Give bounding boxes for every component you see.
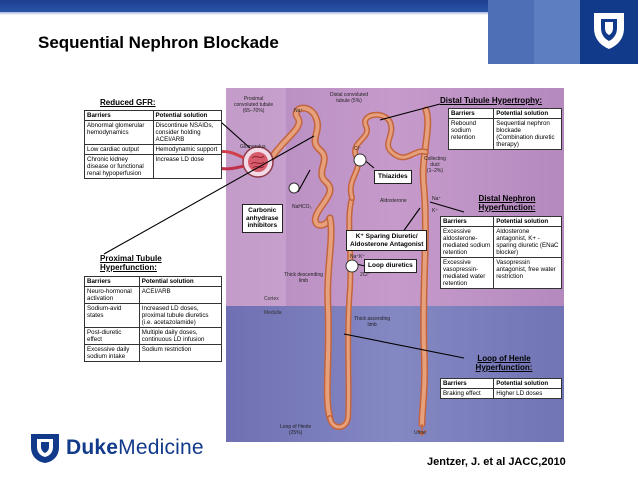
carbonic-anhydrase-box: Carbonic anhydrase inhibitors bbox=[242, 204, 283, 233]
header-block-1 bbox=[488, 0, 534, 64]
cortex-shade bbox=[226, 88, 286, 306]
thiazide-site bbox=[353, 153, 367, 167]
table-cell: Excessive daily sodium intake bbox=[84, 344, 140, 362]
header-bar bbox=[0, 0, 638, 12]
table-cell: Higher LD doses bbox=[493, 388, 562, 399]
table-cell: Sodium-avid states bbox=[84, 303, 140, 328]
urine-label: Urine bbox=[414, 430, 426, 436]
table-cell: Increase LD dose bbox=[152, 154, 222, 179]
urine-arrow bbox=[417, 424, 427, 437]
table-header-cell: Potential solution bbox=[138, 276, 223, 287]
logo-wordmark: DukeMedicine bbox=[66, 436, 204, 459]
table-header-cell: Potential solution bbox=[493, 216, 562, 227]
thiazides-box: Thiazides bbox=[374, 170, 412, 184]
nephron-figure: Cortex Medulla bbox=[84, 88, 564, 442]
nak-label: Na⁺K⁺ bbox=[350, 254, 366, 260]
table-cell: Hemodynamic support bbox=[152, 144, 222, 155]
glomerulus bbox=[217, 146, 274, 178]
medulla-label: Medulla bbox=[264, 310, 282, 316]
proximal-hyperfunction-label: Proximal Tubule Hyperfunction: bbox=[100, 254, 162, 272]
table-cell: Vasopressin antagonist, free water restr… bbox=[493, 257, 562, 289]
table-cell: Excessive vasopressin-mediated water ret… bbox=[439, 257, 495, 289]
loop-henle-anatomy-label: Loop of Henle (25%) bbox=[280, 424, 312, 436]
2cl-label: 2Cl⁻ bbox=[360, 272, 371, 278]
citation: Jentzer, J. et al JACC,2010 bbox=[427, 456, 566, 468]
table-cell: ACEI/ARB bbox=[138, 286, 223, 304]
table-header-cell: Barriers bbox=[447, 108, 495, 119]
table-cell: Neuro-hormonal activation bbox=[84, 286, 140, 304]
table-cell: Chronic kidney disease or functional ren… bbox=[84, 154, 154, 179]
loop-site bbox=[345, 259, 359, 273]
glomerulus-label: Glomerulus bbox=[240, 144, 266, 150]
duke-logo-icon bbox=[31, 434, 59, 463]
table-cell: Braking effect bbox=[439, 388, 495, 399]
table-cell: Sequential nephron blockade (Combination… bbox=[493, 118, 562, 150]
table-header-cell: Potential solution bbox=[493, 378, 562, 389]
table-header-cell: Barriers bbox=[439, 216, 495, 227]
table-cell: Increased LD doses, proximal tubule diur… bbox=[138, 303, 223, 328]
collecting-label: Collecting duct (1–2%) bbox=[424, 156, 446, 174]
table-header-cell: Barriers bbox=[84, 276, 140, 287]
table-cell: Abnormal glomerular hemodynamics bbox=[84, 120, 154, 145]
nahco3-label: NaHCO₃ bbox=[292, 204, 312, 210]
header-bar-fade bbox=[0, 12, 638, 15]
cl-label: Cl⁻ bbox=[354, 146, 362, 152]
thick-descending-label: Thick descending limb bbox=[284, 272, 323, 284]
header-block-2 bbox=[534, 0, 580, 64]
distal-nephron-label: Distal Nephron Hyperfunction: bbox=[478, 194, 536, 212]
loop-diuretics-box: Loop diuretics bbox=[364, 259, 417, 273]
reduced-gfr-label: Reduced GFR: bbox=[100, 98, 156, 107]
distal-tubule-label: Distal Tubule Hypertrophy: bbox=[440, 96, 543, 105]
k-label: K⁺ bbox=[432, 208, 438, 214]
na-label-1: Na⁺ bbox=[294, 108, 304, 114]
table-header-cell: Potential solution bbox=[493, 108, 562, 119]
table-cell: Low cardiac output bbox=[84, 144, 154, 155]
table-cell: Discontinue NSAIDs, consider holding ACE… bbox=[152, 120, 222, 145]
table-cell: Excessive aldosterone-mediated sodium re… bbox=[439, 226, 495, 258]
table-header-cell: Potential solution bbox=[152, 110, 222, 121]
duke-medicine-logo: DukeMedicine bbox=[30, 432, 240, 466]
table-cell: Aldosterone antagonist, K+ - sparing diu… bbox=[493, 226, 562, 258]
table-header-cell: Barriers bbox=[84, 110, 154, 121]
na-label-2: Na⁺ bbox=[432, 196, 442, 202]
duke-shield-icon bbox=[594, 13, 624, 49]
table-cell: Post-diuretic effect bbox=[84, 327, 140, 345]
table-header-cell: Barriers bbox=[439, 378, 495, 389]
cortex-label: Cortex bbox=[264, 296, 279, 302]
table-cell: Rebound sodium retention bbox=[447, 118, 495, 150]
loop-henle-label: Loop of Henle Hyperfunction: bbox=[475, 354, 533, 372]
carbonic-site bbox=[288, 182, 300, 194]
distal-label: Distal convoluted tubule (5%) bbox=[330, 92, 369, 104]
table-cell: Sodium restriction bbox=[138, 344, 223, 362]
k-sparing-box: K⁺ Sparing Diuretic/ Aldosterone Antagon… bbox=[346, 230, 428, 251]
table-cell: Multiple daily doses, continuous LD infu… bbox=[138, 327, 223, 345]
medulla-zone bbox=[226, 306, 564, 442]
aldosterone-label: Aldosterone bbox=[380, 198, 407, 204]
proximal-label: Proximal convoluted tubule (65–70%) bbox=[234, 96, 274, 114]
slide-title: Sequential Nephron Blockade bbox=[38, 33, 279, 52]
thick-ascending-label: Thick ascending limb bbox=[354, 316, 391, 328]
